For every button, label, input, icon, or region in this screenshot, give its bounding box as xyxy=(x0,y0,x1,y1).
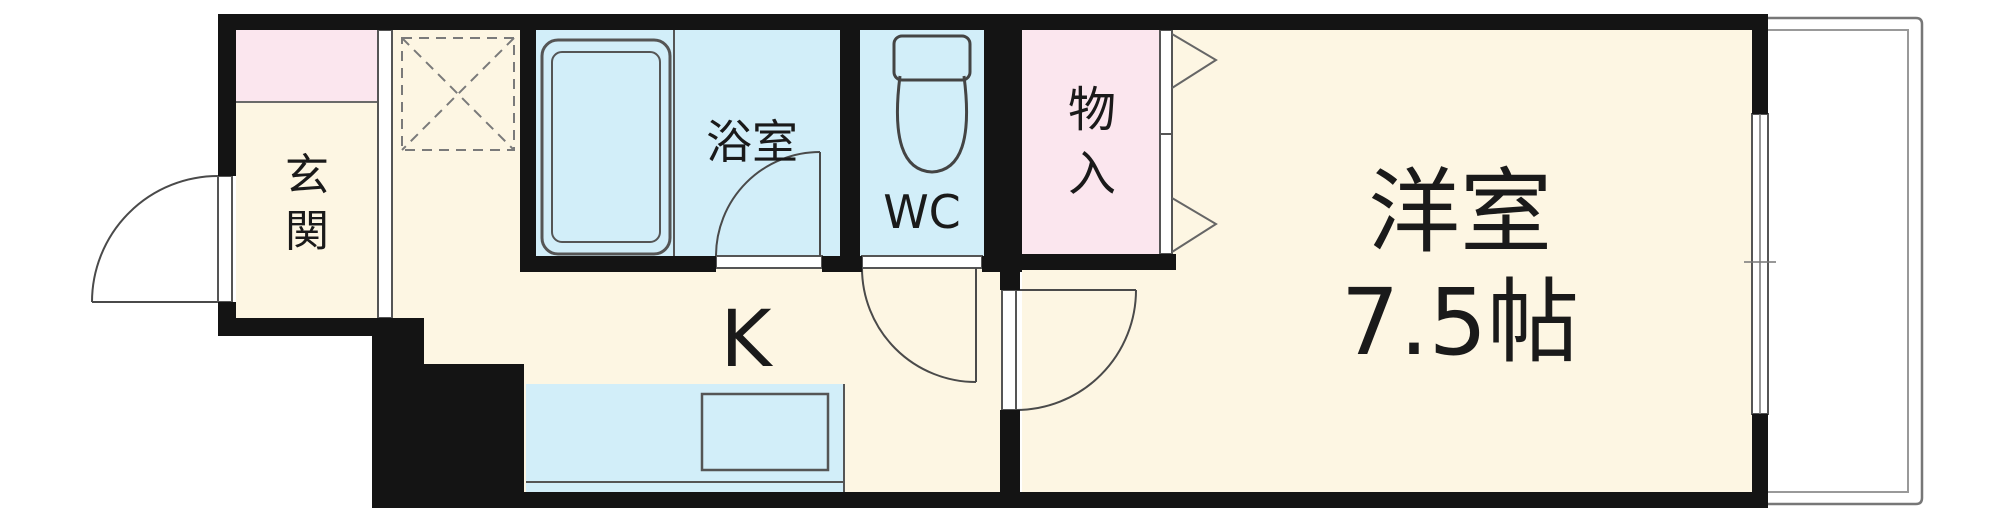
kitchen-counter xyxy=(526,384,844,492)
toilet-label: WC xyxy=(883,185,961,239)
western-room-floor xyxy=(1172,26,1752,492)
wall-entrance-bottom xyxy=(218,318,422,336)
kitchen-label: K xyxy=(720,295,773,385)
kitchen-sink xyxy=(700,392,830,472)
fixtures xyxy=(401,30,972,492)
entrance-door-swing xyxy=(91,175,219,303)
washer-cross-1 xyxy=(401,37,515,151)
room-door-swing xyxy=(1015,289,1137,411)
western-room-size: 7.5帖 xyxy=(1341,269,1579,376)
wall-storage-left xyxy=(1004,14,1022,272)
bathtub xyxy=(540,38,672,256)
entrance-door-frame xyxy=(217,175,233,303)
wall-room-divider-lower xyxy=(1000,410,1020,508)
storage-label-top: 物 xyxy=(1068,82,1116,138)
washer-cross-2 xyxy=(401,37,515,151)
bathroom-door-swing xyxy=(715,151,821,257)
labels: 玄 関 浴室 WC 物 入 洋室 7.5帖 K xyxy=(285,82,1579,385)
entrance-label-bottom: 関 xyxy=(285,206,329,257)
storage-label-bottom: 入 xyxy=(1068,146,1116,202)
balcony xyxy=(1768,16,1924,506)
entrance-shoe-area xyxy=(236,26,378,102)
wall-room-divider-upper xyxy=(1000,254,1020,290)
wall-toilet-bottom-right xyxy=(982,256,1004,272)
wall-bath-right xyxy=(840,14,860,272)
wall-storage-bottom xyxy=(1004,254,1176,270)
entrance-label-top: 玄 xyxy=(285,150,329,201)
bathroom-doorway xyxy=(715,255,823,269)
toilet-bowl xyxy=(896,75,968,174)
washer-space xyxy=(401,37,515,151)
bathroom-label: 浴室 xyxy=(706,115,798,169)
western-room-lower-floor xyxy=(1022,258,1172,492)
floors xyxy=(236,26,1752,494)
wall-right-upper xyxy=(1752,14,1768,114)
wall-entrance-left-upper xyxy=(218,14,236,176)
toilet-door-swing xyxy=(861,267,977,383)
entrance-divider xyxy=(377,29,393,319)
doors xyxy=(91,151,1137,411)
room-doorway xyxy=(1001,289,1017,411)
storage-door-mark-2 xyxy=(1171,197,1218,253)
western-room-label: 洋室 xyxy=(1368,159,1552,266)
storage-floor xyxy=(1022,26,1172,258)
bathtub-inner xyxy=(551,51,661,243)
bathroom-floor xyxy=(536,26,840,266)
wall-pipe-space-b xyxy=(372,364,524,508)
wall-toilet-right xyxy=(984,14,1004,272)
storage-door-1 xyxy=(1159,29,1173,135)
toilet-tank xyxy=(892,34,972,82)
balcony-inner xyxy=(1768,29,1909,493)
walls xyxy=(218,14,1768,508)
toilet-doorway xyxy=(861,255,983,269)
wall-bath-left xyxy=(520,14,536,272)
wall-bath-bottom-left xyxy=(520,256,716,272)
wall-bottom xyxy=(372,492,1768,508)
balcony-outline xyxy=(1768,16,1924,506)
wall-right-lower xyxy=(1752,414,1768,508)
storage-door-2 xyxy=(1159,133,1173,255)
storage-door-mark-1 xyxy=(1171,33,1218,89)
